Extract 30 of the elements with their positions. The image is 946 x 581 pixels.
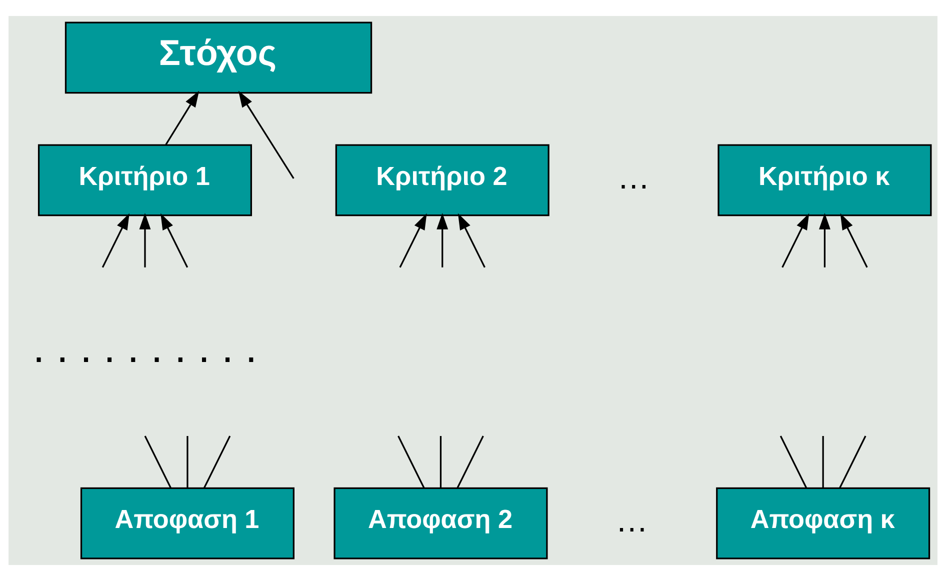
arrow xyxy=(840,213,868,268)
connector xyxy=(780,436,807,488)
arrow xyxy=(458,213,486,268)
node-box: Κριτήριο κ xyxy=(718,144,932,216)
node-box: Αποφαση κ xyxy=(716,487,930,560)
arrow xyxy=(818,213,830,268)
label: . . . . . . . . . . xyxy=(32,325,258,372)
arrow xyxy=(436,213,448,268)
label: … xyxy=(617,158,650,196)
connector xyxy=(822,436,824,488)
node-box: Κριτήριο 1 xyxy=(38,144,252,216)
connector xyxy=(839,436,866,488)
label: … xyxy=(616,502,648,539)
arrow xyxy=(399,213,427,268)
connector xyxy=(204,436,231,488)
node-box: Αποφαση 1 xyxy=(80,487,294,560)
arrow xyxy=(160,213,188,268)
arrow xyxy=(238,90,294,179)
connector xyxy=(144,436,172,488)
connector xyxy=(186,436,188,488)
arrow xyxy=(165,90,200,146)
node-box: Αποφαση 2 xyxy=(334,487,548,560)
arrow xyxy=(102,213,130,268)
connector xyxy=(398,436,425,488)
arrow xyxy=(782,213,810,268)
connector xyxy=(456,436,484,488)
node-box: Στόχος xyxy=(64,22,372,94)
node-box: Κριτήριο 2 xyxy=(335,144,550,216)
connector xyxy=(440,436,442,488)
arrow xyxy=(139,213,151,268)
